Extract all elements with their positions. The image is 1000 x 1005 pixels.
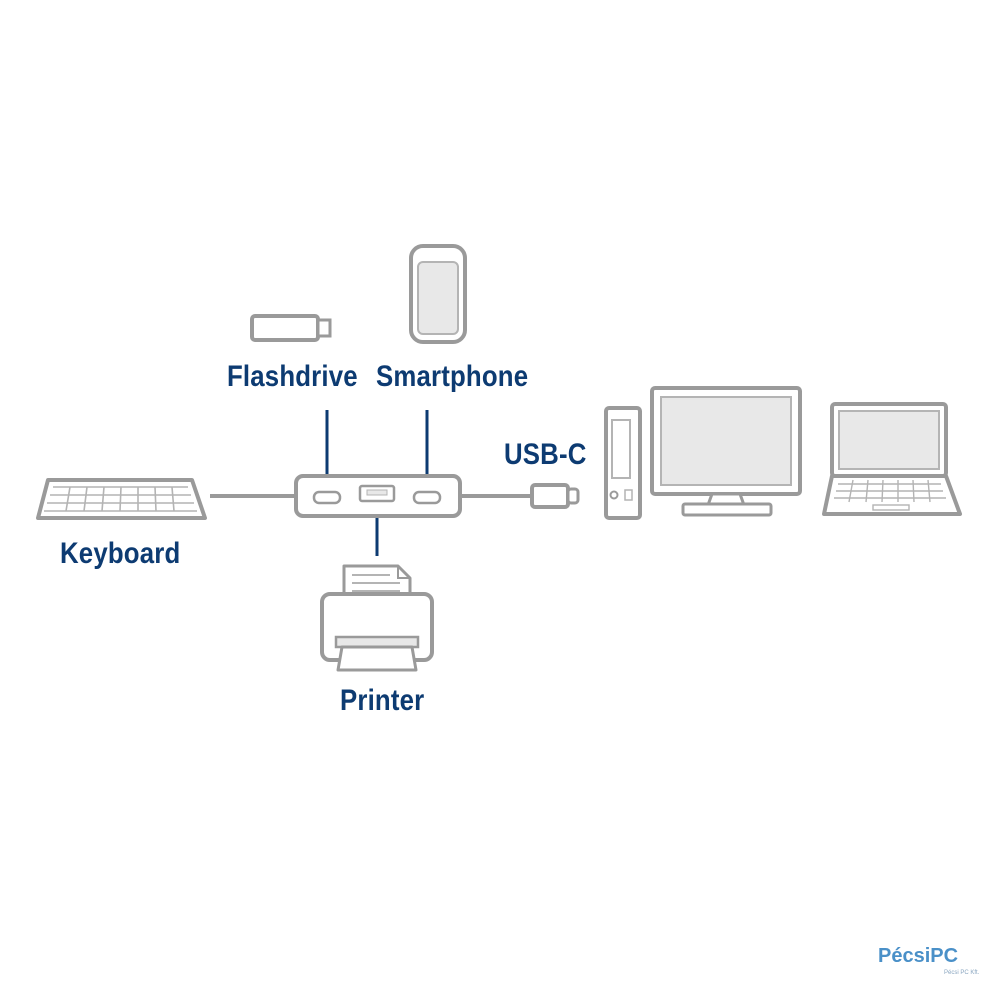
brand-watermark-sub: Pécsi PC Kft. xyxy=(944,970,980,976)
smartphone-icon xyxy=(409,244,467,344)
printer-icon xyxy=(320,564,434,672)
keyboard-label: Keyboard xyxy=(60,537,181,570)
flashdrive-label: Flashdrive xyxy=(227,360,358,393)
flashdrive-icon xyxy=(250,314,332,342)
tower-pc-icon xyxy=(604,406,642,520)
keyboard-icon xyxy=(36,478,207,520)
brand-watermark-text: PécsiPC xyxy=(878,945,959,967)
usbc-label: USB-C xyxy=(504,438,587,471)
usb-c-port-right xyxy=(412,490,442,505)
usb-hub-icon xyxy=(294,474,462,518)
usb-c-port-left xyxy=(312,490,342,505)
usb-c-plug-icon xyxy=(530,483,580,509)
brand-watermark: PécsiPC Pécsi PC Kft. xyxy=(878,946,988,990)
smartphone-label: Smartphone xyxy=(376,360,529,393)
laptop-icon xyxy=(822,402,962,516)
printer-label: Printer xyxy=(340,684,425,717)
monitor-icon xyxy=(650,386,802,517)
